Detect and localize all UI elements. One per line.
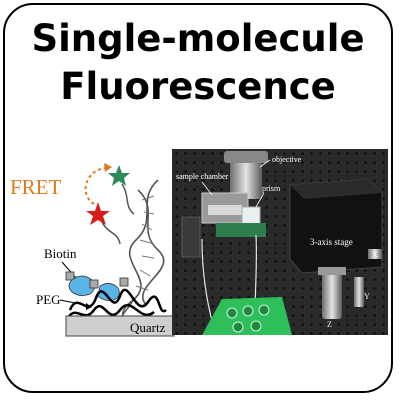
peg-label: PEG [36, 292, 61, 307]
prism-label: prism [262, 184, 281, 193]
objective-label: objective [272, 155, 302, 164]
quartz-label: Quartz [130, 320, 166, 335]
donor-star-icon [108, 165, 130, 186]
axis-x-label: X [372, 250, 378, 259]
axis-y-label: Y [364, 292, 370, 301]
axis-z-label: Z [327, 320, 332, 329]
micrometer-z [322, 273, 342, 319]
title-line-1: Single-molecule [31, 17, 365, 60]
title-line-2: Fluorescence [60, 65, 336, 108]
acceptor-linker [101, 221, 121, 245]
setup-photo: objective sample chamber prism 3-axis st… [172, 149, 388, 335]
fret-schematic: FRET Biotin PEG Quartz [10, 163, 175, 337]
fret-arrow [84, 167, 109, 205]
peg-brush [68, 288, 167, 313]
fret-arrowhead [104, 163, 112, 172]
biotin-label: Biotin [44, 246, 77, 261]
micrometer-y [354, 277, 364, 307]
page-title: Single-molecule Fluorescence [5, 15, 391, 111]
green-mount [216, 223, 266, 237]
objective-lens [230, 155, 262, 199]
stage-label: 3-axis stage [310, 237, 353, 247]
donor-linker [121, 183, 135, 215]
micrometer-x [368, 249, 382, 259]
sample-chamber-label: sample chamber [176, 172, 229, 181]
acceptor-star-icon [86, 202, 110, 225]
biotin-complex [65, 271, 129, 301]
fret-label: FRET [10, 175, 62, 199]
